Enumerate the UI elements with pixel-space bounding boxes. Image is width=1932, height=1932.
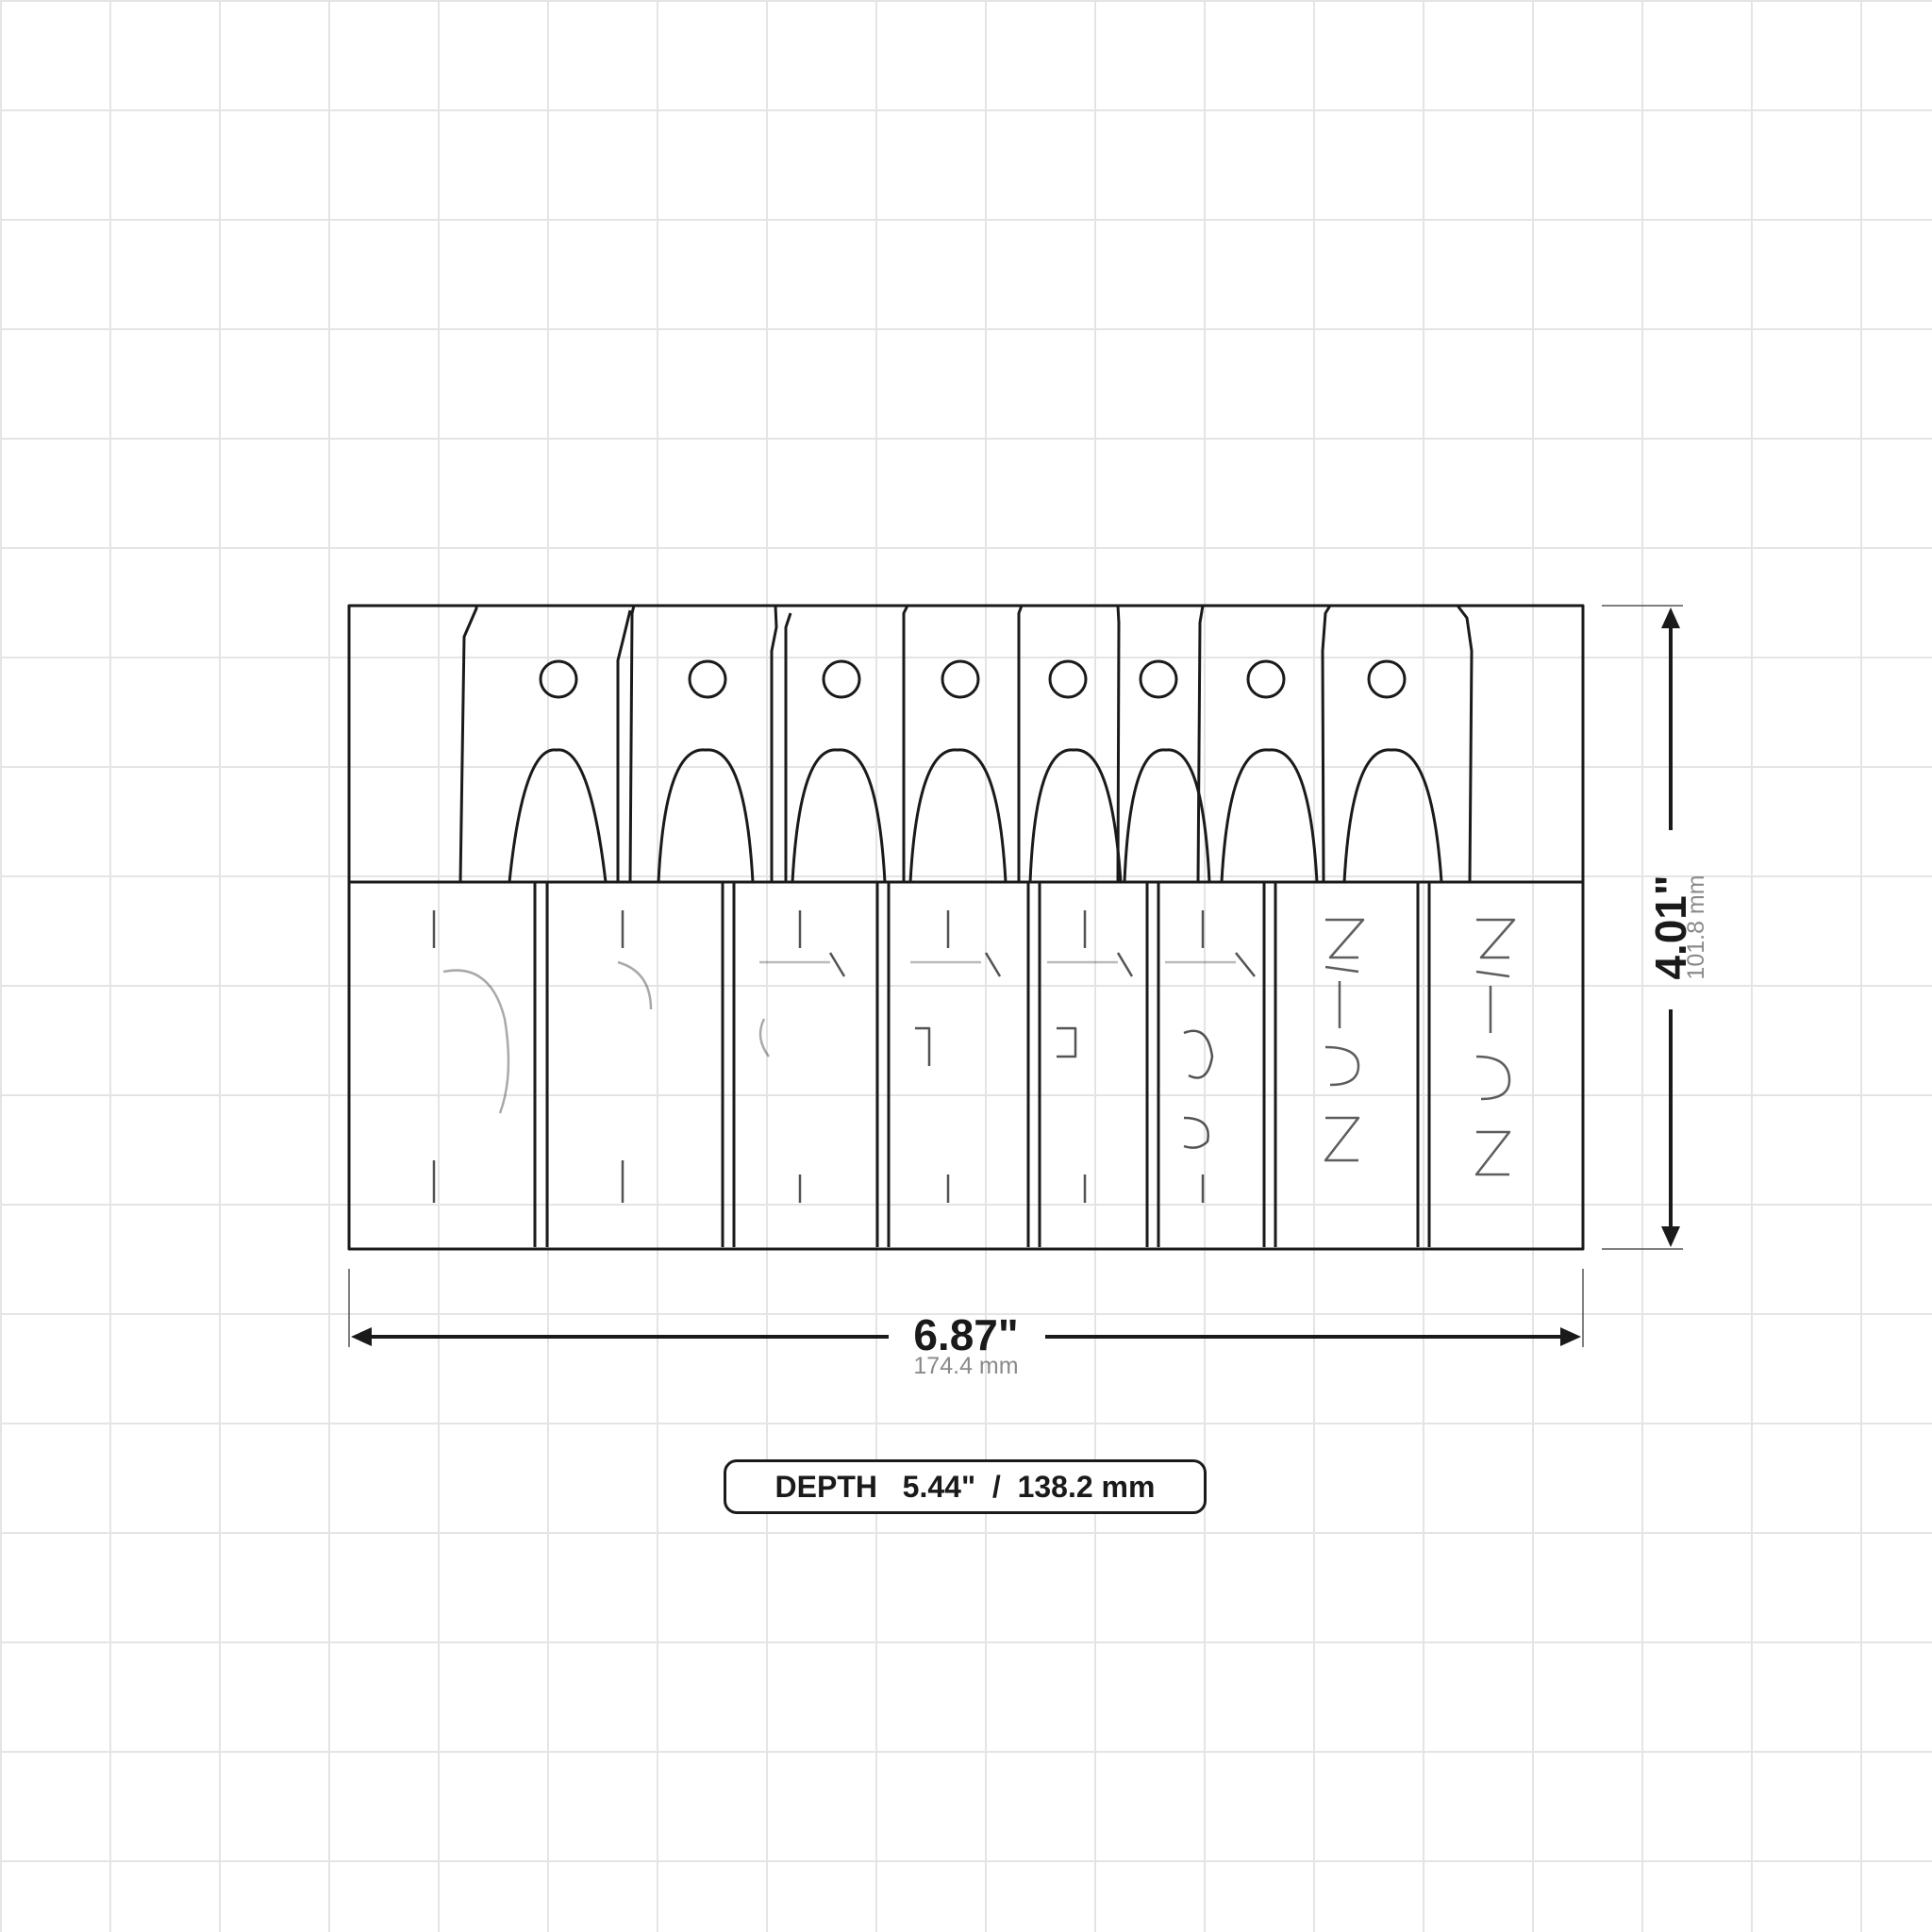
width-arrow-right — [1560, 1327, 1581, 1346]
object-line-art — [347, 604, 1585, 1251]
hole-row — [539, 659, 1407, 699]
width-arrow-left — [351, 1327, 372, 1346]
slot-sketch-marks — [432, 910, 1256, 1203]
height-imperial-label: 4.01" — [1646, 874, 1695, 979]
height-dimension — [1602, 605, 1683, 1250]
depth-gap-1 — [877, 1470, 903, 1505]
depth-gap-2 — [975, 1470, 992, 1505]
slot-dividers — [533, 882, 1431, 1247]
depth-label: DEPTH — [774, 1469, 877, 1504]
depth-imperial-value: 5.44" — [902, 1469, 976, 1504]
prong-outline — [458, 605, 1474, 883]
width-metric-label: 174.4 mm — [913, 1353, 1018, 1379]
height-arrow-top — [1661, 608, 1680, 628]
depth-gap-3 — [1001, 1470, 1018, 1505]
width-imperial-label: 6.87" — [913, 1310, 1018, 1359]
height-arrow-bottom — [1661, 1226, 1680, 1247]
rotated-label-marks — [1324, 918, 1516, 1176]
depth-metric-value: 138.2 mm — [1017, 1469, 1156, 1504]
width-dimension — [348, 1269, 1584, 1347]
depth-badge: DEPTH 5.44" / 138.2 mm — [724, 1459, 1207, 1514]
depth-separator: / — [991, 1469, 1001, 1504]
arch-row — [508, 748, 1443, 883]
height-metric-label: 101.8 mm — [1683, 874, 1709, 979]
